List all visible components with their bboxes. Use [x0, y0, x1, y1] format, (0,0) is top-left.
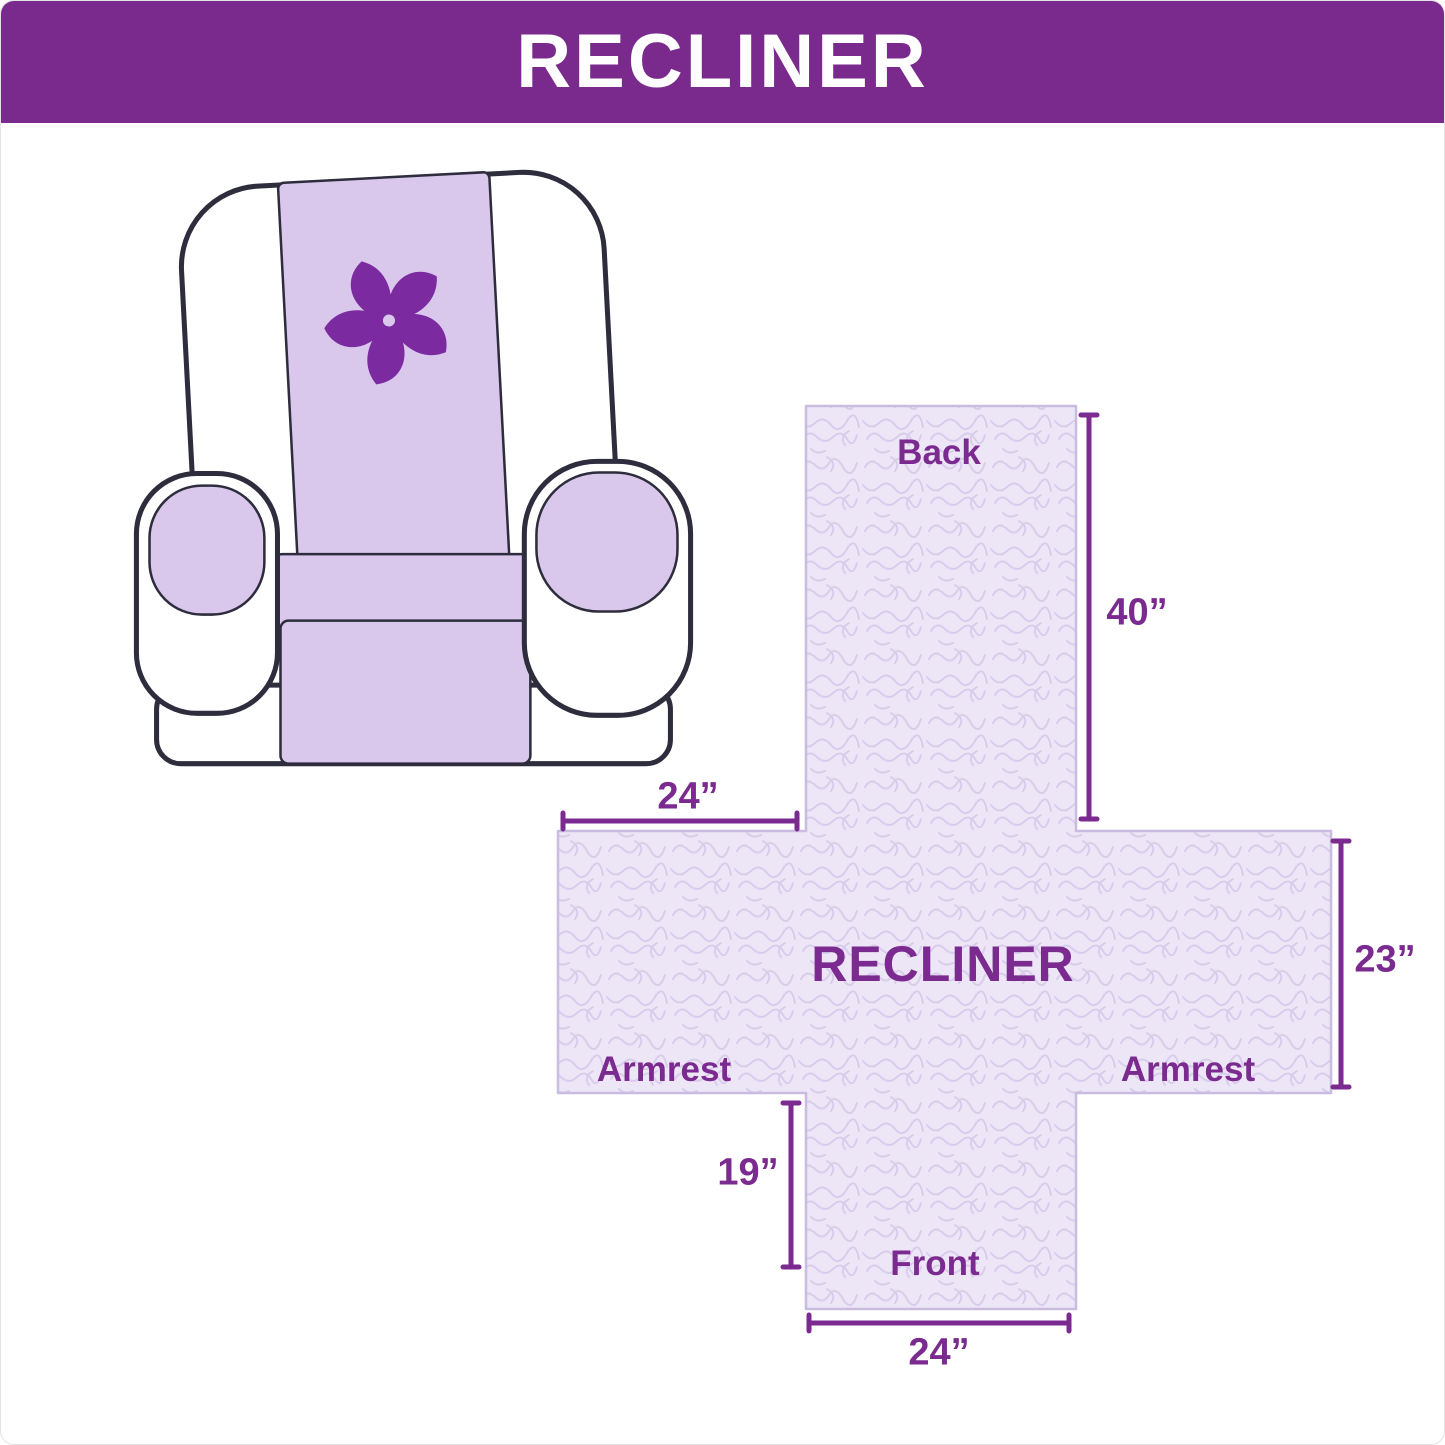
front-label: Front: [890, 1244, 980, 1283]
armrest-right-label: Armrest: [1120, 1050, 1256, 1089]
center-recliner-label: RECLINER: [811, 936, 1075, 992]
front-width-dim-label: 24”: [908, 1331, 970, 1374]
pinwheel-logo-icon: [324, 261, 447, 385]
recliner-chair-illustration: [133, 169, 694, 767]
dim-line-side-height: [1330, 838, 1352, 1090]
armrest-left-label: Armrest: [596, 1050, 732, 1089]
dim-line-back-height: [1078, 412, 1100, 822]
cover-left-armrest: [148, 484, 266, 616]
page-title: RECLINER: [516, 19, 929, 104]
cover-cross-shape: [556, 404, 1333, 1311]
header-banner: RECLINER: [1, 1, 1444, 123]
cover-front-drape: [279, 619, 532, 765]
side-height-dim-label: 23”: [1354, 938, 1416, 981]
top-width-dim-label: 24”: [657, 775, 719, 818]
cover-right-armrest: [535, 471, 679, 613]
cover-layout-diagram: [556, 404, 1352, 1334]
back-height-dim-label: 40”: [1106, 591, 1168, 634]
back-label: Back: [897, 433, 981, 472]
dim-line-top-width: [560, 810, 800, 832]
dim-line-front-width: [806, 1312, 1072, 1334]
seat-front-height-dim-label: 19”: [717, 1151, 779, 1194]
dim-line-seat-front-height: [780, 1100, 802, 1270]
